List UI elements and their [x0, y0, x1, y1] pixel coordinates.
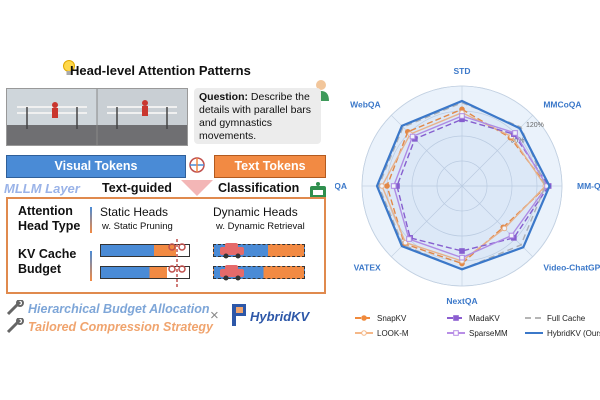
divider-left: [90, 207, 92, 233]
mllm-layer-label: MLLM Layer: [4, 181, 80, 196]
axis-label: WikiVQA: [335, 181, 347, 191]
series-point: [406, 236, 412, 242]
legend-label: HybridKV (Ours): [547, 329, 600, 338]
diagram-title: Head-level Attention Patterns: [70, 63, 251, 78]
times-symbol: ×: [210, 307, 219, 324]
static-budget-bar-1: [100, 244, 190, 257]
radar-spoke: [391, 115, 463, 187]
car-icon-2: [220, 265, 244, 281]
legend-marker: [361, 330, 367, 336]
series-point: [459, 254, 465, 261]
static-budget-bar-2: [100, 266, 190, 279]
divider-left-2: [90, 251, 92, 281]
axis-label: Video-ChatGPT: [543, 262, 600, 272]
axis-label: WebQA: [350, 100, 381, 110]
attention-head-type-label: Attention Head Type: [18, 204, 81, 233]
question-text: Describe the details with parallel bars …: [199, 91, 312, 142]
text-guided-label: Text-guided: [102, 181, 172, 195]
hybridkv-brand: HybridKV: [250, 309, 310, 324]
static-heads-sub: w. Static Pruning: [102, 221, 173, 232]
tools-icon-2: [6, 318, 24, 334]
legend-label: SparseMM: [469, 329, 508, 338]
footer-line-2: Tailored Compression Strategy: [28, 320, 213, 334]
visual-tokens-block: Visual Tokens: [6, 155, 186, 178]
radar-ring-label: 120%: [526, 122, 544, 129]
series-line-5: [375, 99, 551, 271]
robot-icon: [310, 182, 326, 199]
series-point: [501, 225, 508, 232]
question-label: Question:: [199, 91, 248, 103]
series-point: [409, 133, 416, 140]
kv-cache-budget-label: KV Cache Budget: [18, 247, 77, 276]
lightbulb-icon: [63, 60, 75, 75]
axis-label: MMCoQA: [543, 100, 581, 110]
legend-marker: [453, 330, 459, 336]
gymnastics-frames-image: [7, 89, 187, 145]
tools-icon: [6, 300, 24, 316]
radar-ring-label: 90%: [511, 138, 525, 145]
series-point: [512, 130, 518, 136]
dynamic-heads-sub: w. Dynamic Retrieval: [216, 221, 305, 232]
legend-marker: [453, 315, 459, 321]
legend-label: LOOK-M: [377, 329, 409, 338]
legend-label: Full Cache: [547, 314, 586, 323]
question-box: Question: Describe the details with para…: [194, 88, 321, 144]
legend-marker: [361, 315, 367, 321]
classification-label: Classification: [218, 181, 300, 195]
video-frames: [6, 88, 188, 146]
legend-label: MadaKV: [469, 314, 500, 323]
car-icon: [220, 243, 244, 259]
text-tokens-block: Text Tokens: [214, 155, 326, 178]
series-point: [508, 232, 515, 239]
radar-chart: 90% 120% STD MMCoQA MM-QA Video-ChatGPT NextQA…: [335, 66, 600, 338]
hybridkv-logo-icon: [232, 304, 246, 326]
series-point: [379, 183, 385, 189]
footer-line-1: Hierarchical Budget Allocation: [28, 302, 210, 316]
scissors-icon: [168, 239, 186, 287]
series-point: [459, 248, 465, 254]
axis-label: NextQA: [446, 296, 477, 306]
series-point: [390, 183, 397, 189]
axis-label: MM-QA: [577, 181, 600, 191]
axis-label: VATEX: [354, 262, 381, 272]
series-point: [459, 113, 465, 119]
head-classification-panel: Attention Head Type Static Heads w. Stat…: [6, 197, 326, 294]
axis-label: STD: [454, 66, 471, 76]
concat-icon: [189, 157, 205, 173]
legend-label: SnapKV: [377, 314, 407, 323]
static-heads-label: Static Heads: [100, 205, 169, 219]
down-arrow-icon: [181, 180, 213, 196]
dynamic-heads-label: Dynamic Heads: [213, 205, 298, 219]
